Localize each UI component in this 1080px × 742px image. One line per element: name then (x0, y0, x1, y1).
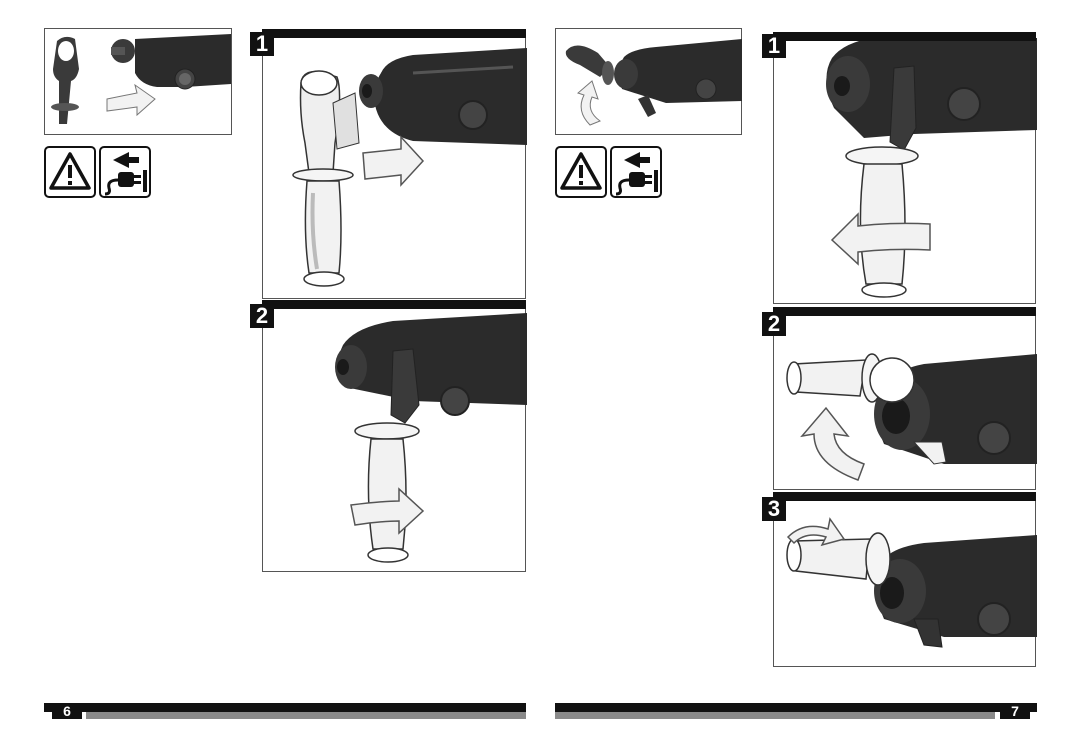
step-2-header-bar-left (262, 300, 526, 309)
step-2-panel-right (773, 314, 1037, 490)
step-2-number-right: 2 (762, 312, 786, 336)
step-2-panel-left (262, 305, 527, 572)
overview-illustration-left (44, 28, 232, 135)
step-1-panel-right (773, 38, 1037, 304)
step-2-header-bar-right (773, 307, 1036, 316)
step-3-header-bar-right (773, 492, 1036, 501)
step-1-number-left: 1 (250, 32, 274, 56)
warning-triangle-icon (555, 146, 607, 198)
step-1-header-bar-left (262, 29, 526, 38)
step-3-number-right: 3 (762, 497, 786, 521)
step-1-number-right: 1 (762, 34, 786, 58)
unplug-icon (99, 146, 151, 198)
step-1-header-bar-right (773, 32, 1036, 41)
overview-illustration-right (555, 28, 742, 135)
footer-rule-grey-left (86, 712, 526, 719)
page-number-right: 7 (1000, 703, 1030, 719)
footer-rule-right (555, 703, 1037, 712)
footer-rule-left (44, 703, 526, 712)
step-3-panel-right (773, 499, 1037, 667)
footer-rule-grey-right (555, 712, 995, 719)
step-2-number-left: 2 (250, 304, 274, 328)
page-number-left: 6 (52, 703, 82, 719)
warning-triangle-icon (44, 146, 96, 198)
step-1-panel-left (262, 33, 527, 299)
unplug-icon (610, 146, 662, 198)
